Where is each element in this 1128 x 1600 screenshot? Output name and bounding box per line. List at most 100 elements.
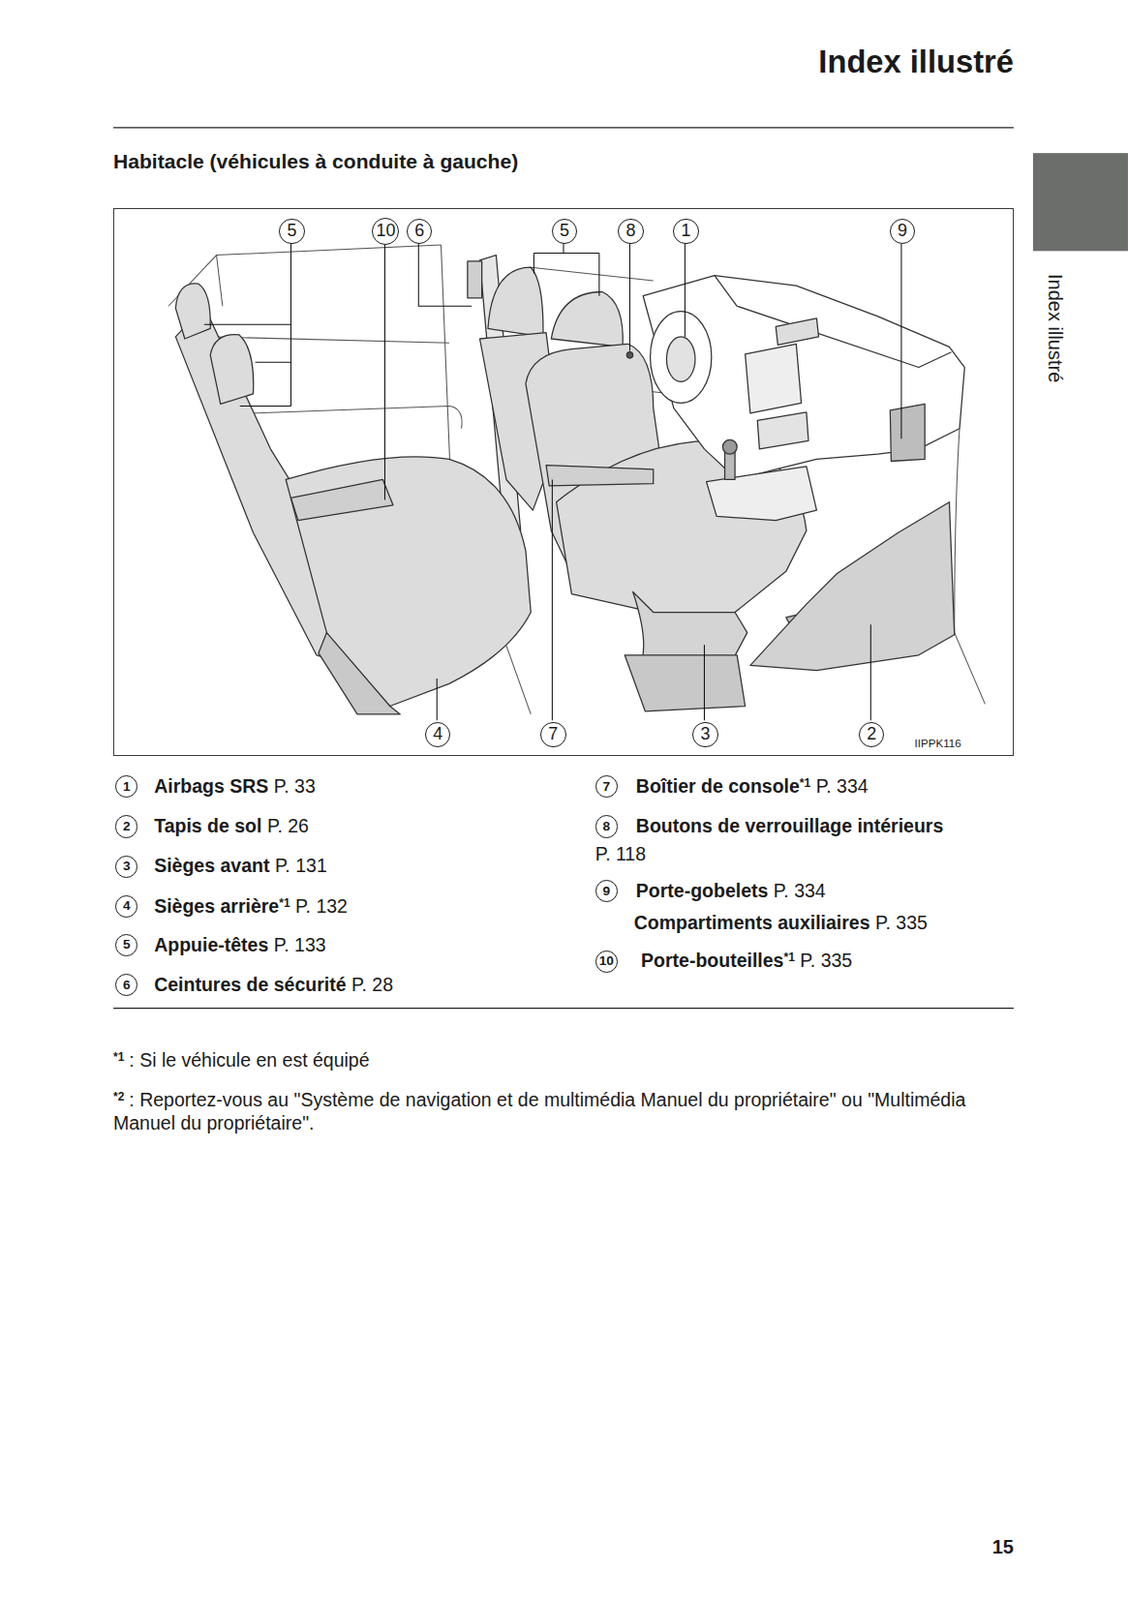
callout-number: 1 <box>122 780 131 794</box>
footnote-mark: *1 <box>783 950 794 965</box>
callout-circle: 1 <box>672 218 699 244</box>
door-armrest <box>249 406 462 429</box>
page-ref: P. 133 <box>274 934 327 956</box>
text-row: Index illustré <box>1042 274 1068 383</box>
text-row: Tapis de solP. 26 <box>153 814 309 838</box>
callout-circle: 6 <box>406 218 432 244</box>
text-row: Sièges avantP. 131 <box>153 853 328 878</box>
floor-mat <box>750 502 955 671</box>
callout-number: 3 <box>122 859 131 874</box>
lock-button <box>626 352 633 359</box>
page-ref: P. 335 <box>875 912 928 934</box>
page-ref: P. 26 <box>267 815 309 837</box>
center-vent <box>775 318 819 345</box>
item-name: Tapis de sol <box>153 815 262 837</box>
callout-circle: 5 <box>115 934 138 957</box>
section-heading: Habitacle (véhicules à conduite à gauche… <box>113 150 519 173</box>
page-ref: P. 335 <box>799 949 853 972</box>
window-post <box>216 255 223 307</box>
steering-wheel <box>650 311 712 404</box>
callout-circle: 5 <box>551 218 578 244</box>
rear-cushion <box>285 457 531 707</box>
item-name: Boutons de verrouillage intérieurs <box>636 815 944 837</box>
callout-number: 6 <box>414 222 425 241</box>
callout-number: 5 <box>286 222 297 241</box>
footnote-mark: *1 <box>278 896 290 911</box>
header-rule <box>113 126 1014 128</box>
rear-headrest <box>210 335 254 405</box>
footnote-mark: *1 <box>799 776 811 791</box>
callout-number: 1 <box>680 222 691 241</box>
callout-circle: 8 <box>595 815 618 838</box>
front-window-line <box>530 267 654 281</box>
figure-code: IIPPK116 <box>914 737 962 752</box>
page-ref: P. 132 <box>295 895 348 917</box>
callout-circle: 4 <box>115 895 138 918</box>
callout-circle: 8 <box>617 218 643 244</box>
text-row: *2: Reportez-vous au "Système de navigat… <box>113 1088 1014 1136</box>
page-title: Index illustré <box>818 43 1014 80</box>
page-ref: P. 334 <box>773 880 826 902</box>
page-ref: P. 118 <box>595 843 646 865</box>
item-name: Porte-bouteilles <box>640 949 784 972</box>
illustration-frame: IIPPK116510658194732 <box>113 208 1014 757</box>
leader-lines <box>204 243 902 721</box>
callout-number: 9 <box>602 884 610 899</box>
front-headrest <box>487 267 544 337</box>
callout-circle: 1 <box>115 775 138 798</box>
text-row: Compartiments auxiliairesP. 335 <box>634 911 928 935</box>
leader-line <box>436 678 438 721</box>
side-tab-label: Index illustré <box>1044 274 1067 383</box>
callout-number: 7 <box>548 726 558 744</box>
callout-circle: 2 <box>115 815 138 838</box>
callout-number: 7 <box>602 780 610 794</box>
leader-line <box>629 243 631 352</box>
item-name: Airbags SRS <box>153 775 269 797</box>
leader-line <box>684 243 686 337</box>
leader-line <box>870 624 872 721</box>
leader-line <box>384 243 386 501</box>
text-row: Porte-bouteilles*1 P. 335 <box>640 948 853 973</box>
wheel-hub <box>666 336 696 382</box>
callout-circle: 9 <box>595 880 618 903</box>
callout-circle: 7 <box>540 722 566 748</box>
leader-line <box>703 644 705 721</box>
callout-circle: 10 <box>371 217 399 245</box>
footnote-mark: *2 <box>113 1090 124 1104</box>
callout-circle: 2 <box>858 722 885 748</box>
text-row: Boîtier de console*1 P. 334 <box>636 774 869 798</box>
callout-number: 3 <box>700 726 710 744</box>
seat-base <box>624 655 745 712</box>
screen <box>745 343 802 414</box>
item-name: Ceintures de sécurité <box>153 974 346 996</box>
page-number: 15 <box>992 1536 1014 1558</box>
callout-number: 10 <box>375 222 396 241</box>
list-rule <box>113 1007 1014 1009</box>
page-ref: P. 28 <box>351 974 394 996</box>
text-row: Ceintures de sécuritéP. 28 <box>153 973 394 997</box>
text-row: Airbags SRSP. 33 <box>153 774 316 798</box>
page-ref: P. 334 <box>816 775 869 797</box>
text-row: Sièges arrière*1P. 132 <box>153 894 348 918</box>
text-row: Boutons de verrouillage intérieurs <box>636 814 944 838</box>
climate-panel <box>757 412 809 450</box>
page-ref: P. 33 <box>274 775 316 797</box>
item-name: Boîtier de console <box>636 775 800 797</box>
footnote-mark: *1 <box>113 1050 124 1065</box>
callout-circle: 6 <box>115 974 138 997</box>
text-row: P. 118 <box>595 842 646 866</box>
callout-circle: 9 <box>889 218 915 244</box>
callout-number: 9 <box>897 222 908 241</box>
leader-line <box>900 243 902 439</box>
callout-number: 8 <box>602 820 610 834</box>
text-row: Appuie-têtesP. 133 <box>153 933 326 957</box>
window-frame <box>168 244 441 306</box>
console-armrest <box>546 465 654 487</box>
front-wall <box>954 428 986 705</box>
callout-number: 6 <box>122 978 131 993</box>
callout-number: 10 <box>599 954 614 969</box>
text-row: *1: Si le véhicule en est équipé <box>113 1048 370 1072</box>
callout-number: 5 <box>559 222 570 241</box>
callout-number: 2 <box>866 726 877 744</box>
